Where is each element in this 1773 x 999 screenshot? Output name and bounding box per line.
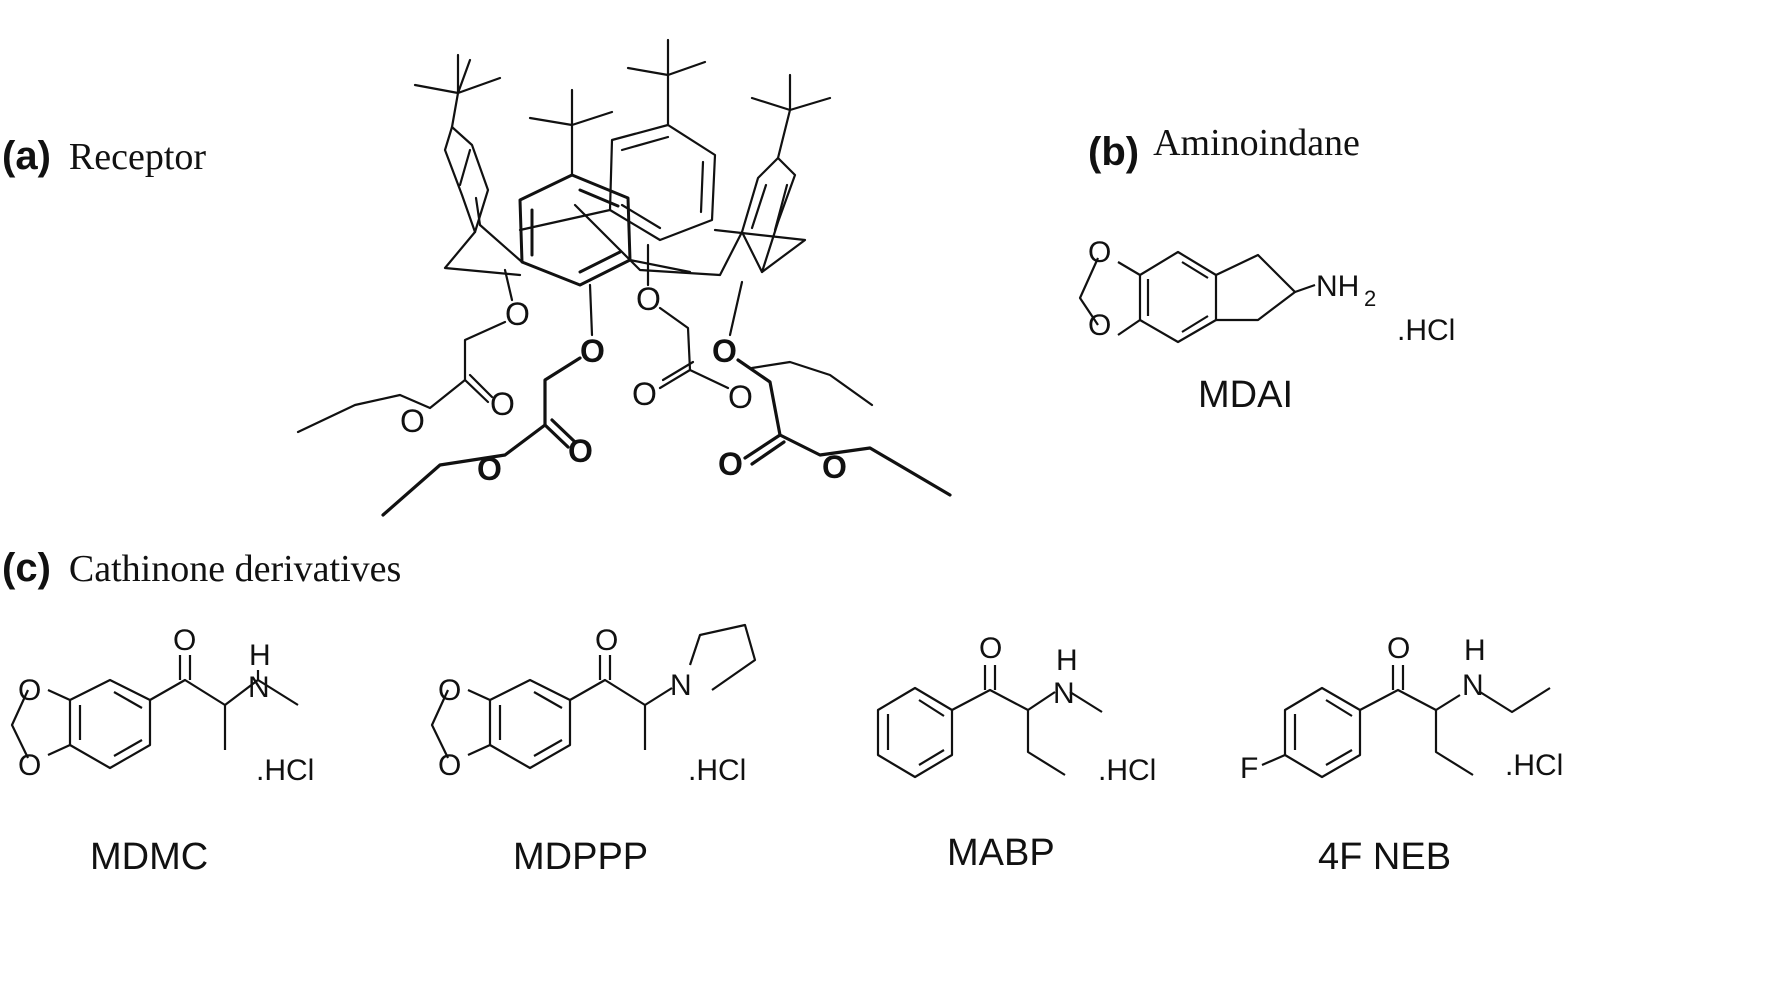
panel-a-title: Receptor [68,136,207,178]
mdai-amine-subscript: 2 [1364,286,1376,311]
panel-b-letter: (b) [1088,130,1140,174]
mdai-amine-n: NH [1316,270,1359,303]
4f-neb-structure: F O H N .HCl [1240,632,1563,785]
receptor-ether-oxygen-4: O [712,333,737,369]
receptor-ether-oxygen-1: O [505,296,530,332]
receptor-ether-oxygen-3: O [636,281,661,317]
receptor-ester-oxygen-1: O [400,403,425,439]
mdppp-oxygen-2: O [438,749,461,782]
receptor-ester-oxygen-4: O [822,449,847,485]
mabp-amine-n: N [1053,677,1075,710]
compound-name-mabp: MABP [947,832,1055,874]
mdppp-structure: O O O N .HCl [430,623,757,787]
compound-name-mdai: MDAI [1198,374,1293,416]
receptor-carbonyl-oxygen-3: O [632,376,657,412]
receptor-ester-oxygen-3: O [728,379,753,415]
compound-name-mdppp: MDPPP [513,836,649,878]
4f-neb-amine-n: N [1462,669,1484,702]
panel-a-letter: (a) [2,134,51,178]
4f-neb-carbonyl-oxygen: O [1387,632,1410,665]
receptor-carbonyl-oxygen-1: O [490,386,515,422]
panel-a-heading: (a) Receptor [2,134,206,179]
mabp-structure: O H N .HCl [876,632,1156,787]
receptor-structure: O O O O O O O O O O O O [296,38,952,517]
mdppp-carbonyl-oxygen: O [595,624,618,657]
compound-name-4f-neb: 4F NEB [1318,836,1452,878]
receptor-carbonyl-oxygen-2: O [568,433,593,469]
4f-neb-amine-h: H [1464,634,1486,667]
receptor-ester-oxygen-2: O [477,451,502,487]
4f-neb-salt: .HCl [1505,749,1563,782]
panel-b-heading: (b) Aminoindane [1088,122,1360,175]
mdai-salt: .HCl [1397,314,1455,347]
mdai-oxygen-2: O [1088,309,1111,342]
4f-neb-fluorine: F [1240,752,1258,785]
receptor-ether-oxygen-2: O [580,333,605,369]
mdmc-carbonyl-oxygen: O [173,624,196,657]
mdmc-amine-h: H [249,639,271,672]
mdmc-oxygen-1: O [18,674,41,707]
mdmc-amine-n: N [248,671,270,704]
mdppp-salt: .HCl [688,754,746,787]
mdmc-salt: .HCl [256,754,314,787]
receptor-carbonyl-oxygen-4: O [718,446,743,482]
mdppp-pyrrolidine-n: N [670,669,692,702]
mdppp-oxygen-1: O [438,674,461,707]
mabp-salt: .HCl [1098,754,1156,787]
panel-c-letter: (c) [2,546,51,590]
mdai-structure: O O NH 2 .HCl [1078,236,1455,347]
mdai-oxygen-1: O [1088,236,1111,269]
panel-c-heading: (c) Cathinone derivatives [2,546,401,591]
mdmc-structure: O O O H N .HCl [10,624,314,787]
mabp-carbonyl-oxygen: O [979,632,1002,665]
panel-b-title: Aminoindane [1153,122,1360,164]
panel-c-title: Cathinone derivatives [68,548,402,590]
compound-name-mdmc: MDMC [90,836,209,878]
mabp-amine-h: H [1056,644,1078,677]
mdmc-oxygen-2: O [18,749,41,782]
